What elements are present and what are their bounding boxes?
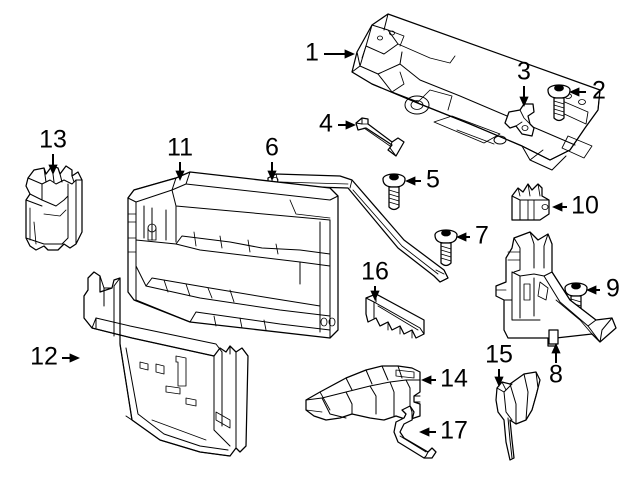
callout-1[interactable]: 1 [305, 39, 355, 67]
part-air-duct-14[interactable] [305, 365, 421, 421]
part-side-bracket-13[interactable] [25, 165, 83, 251]
part-reinforcement-16[interactable] [365, 293, 425, 339]
callout-label-16: 16 [361, 258, 389, 286]
callout-8[interactable]: 8 [549, 343, 563, 389]
callout-7[interactable]: 7 [456, 222, 489, 250]
callout-11[interactable]: 11 [167, 134, 193, 181]
part-screw-2[interactable] [547, 84, 571, 122]
callout-label-8: 8 [549, 361, 563, 389]
callout-label-11: 11 [167, 134, 193, 162]
part-bracket-15[interactable] [495, 371, 541, 461]
callout-label-15: 15 [485, 341, 513, 369]
callout-5[interactable]: 5 [405, 166, 440, 194]
part-bracket-10[interactable] [511, 183, 550, 221]
callout-4[interactable]: 4 [319, 110, 356, 138]
part-lower-air-deflector[interactable] [83, 271, 249, 457]
callout-3[interactable]: 3 [517, 58, 531, 107]
callout-label-14: 14 [440, 365, 468, 393]
callout-9[interactable]: 9 [586, 275, 620, 303]
part-bracket-4[interactable] [355, 117, 405, 157]
callout-label-12: 12 [30, 343, 58, 371]
callout-label-3: 3 [517, 58, 531, 86]
callout-2[interactable]: 2 [569, 77, 606, 105]
callout-label-6: 6 [265, 134, 279, 162]
callout-12[interactable]: 12 [30, 343, 80, 371]
part-clip-17[interactable] [393, 405, 437, 459]
callout-14[interactable]: 14 [421, 365, 468, 393]
callout-10[interactable]: 10 [552, 192, 599, 220]
callout-label-1: 1 [305, 39, 319, 67]
part-side-rail-right[interactable] [495, 231, 617, 347]
callout-label-13: 13 [39, 126, 67, 154]
callout-13[interactable]: 13 [39, 126, 67, 175]
part-radiator-support[interactable] [127, 171, 339, 339]
callout-label-7: 7 [475, 222, 489, 250]
callout-label-5: 5 [426, 166, 440, 194]
callout-label-17: 17 [440, 417, 468, 445]
callout-15[interactable]: 15 [485, 341, 513, 387]
callout-label-2: 2 [592, 77, 606, 105]
part-bracket-3[interactable] [504, 103, 535, 137]
callout-label-4: 4 [319, 110, 333, 138]
part-screw-5[interactable] [382, 173, 406, 211]
callout-label-9: 9 [606, 275, 620, 303]
callout-label-10: 10 [571, 192, 599, 220]
part-screw-7[interactable] [434, 229, 458, 267]
callout-17[interactable]: 17 [419, 417, 468, 445]
callout-6[interactable]: 6 [265, 134, 279, 181]
callout-16[interactable]: 16 [361, 258, 389, 301]
